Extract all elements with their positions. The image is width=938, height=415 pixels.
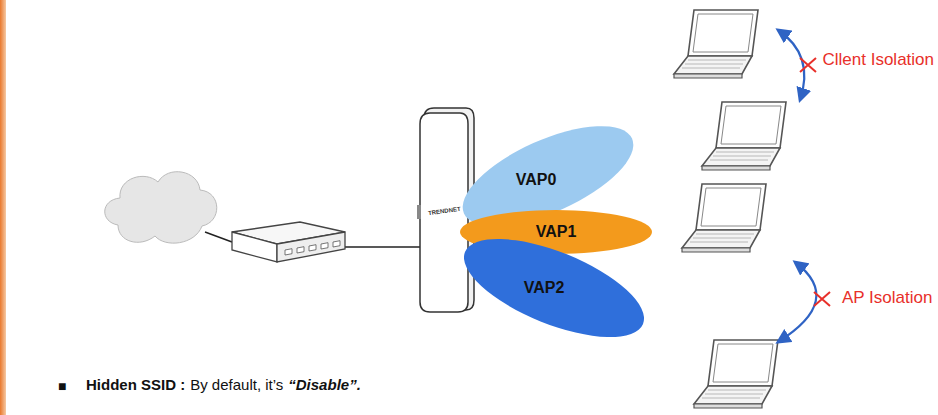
isolation-label: Cllent Isolation — [822, 50, 934, 70]
laptop — [694, 340, 778, 408]
network-switch — [232, 222, 345, 262]
isolation-arrow — [778, 262, 816, 342]
laptop — [682, 184, 766, 252]
isolation-label: AP Isolation — [842, 288, 932, 308]
laptop — [702, 102, 786, 170]
setting-value: “Disable”. — [288, 376, 361, 393]
vap-label: VAP2 — [524, 279, 565, 297]
vap-ellipse: VAP2 — [458, 252, 650, 324]
laptop — [674, 10, 758, 78]
vap-ellipse: VAP0 — [456, 140, 640, 212]
vap-label: VAP1 — [536, 223, 577, 241]
isolation-arrow — [778, 30, 804, 100]
setting-name: Hidden SSID : — [86, 376, 185, 393]
internet-cloud — [105, 172, 217, 243]
block-cross — [814, 292, 830, 306]
vap-label: VAP0 — [516, 171, 557, 189]
block-cross — [800, 58, 816, 72]
setting-text: By default, it’s — [190, 376, 283, 393]
side-bar — [0, 0, 6, 415]
bullet: ■ — [58, 378, 66, 394]
